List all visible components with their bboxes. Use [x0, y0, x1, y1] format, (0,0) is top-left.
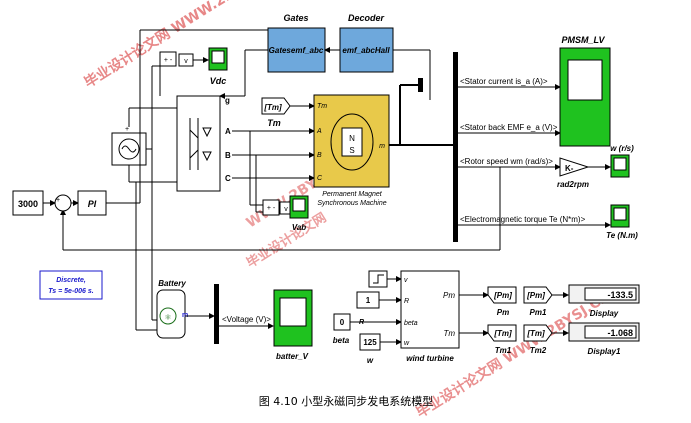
pi-controller[interactable] [77, 190, 107, 216]
display-value: -133.5 [607, 290, 633, 300]
goto-tm-label: Tm1 [495, 346, 512, 355]
inverter-port-a: A [225, 127, 231, 136]
w-label: w [367, 356, 374, 365]
gates-title: Gates [283, 13, 308, 23]
w-scope-label: w (r/s) [610, 144, 634, 153]
turbine-port-v: v [404, 277, 408, 284]
decoder-label: emf_abcHall [342, 46, 390, 55]
ac-wave-icon [121, 145, 137, 153]
watermark-top: 毕业设计论文网 WWW.2BYSJ.CN [81, 0, 281, 91]
turbine-port-pm: Pm [443, 291, 455, 300]
signal-stator-current: <Stator current is_a (A)> [460, 77, 548, 86]
speed-reference[interactable] [12, 190, 44, 216]
pmsm-scope-title: PMSM_LV [561, 35, 605, 45]
machine-port-b: B [317, 152, 322, 159]
from-tm-text: [Tm] [526, 329, 545, 338]
vdc-sensor[interactable] [159, 51, 177, 67]
goto-pm[interactable] [487, 286, 517, 304]
signal-torque: <Electromagnetic torque Te (N*m)> [460, 215, 586, 224]
turbine-port-beta: beta [404, 320, 418, 327]
tm-from-text: [Tm] [263, 103, 282, 112]
inverter-port-c: C [225, 174, 231, 183]
const-0-value: 0 [340, 318, 345, 327]
vdc-port: v [184, 58, 188, 65]
from-pm-text: [Pm] [526, 291, 545, 300]
turbine-port-w: w [404, 340, 410, 347]
batter-v-label: batter_V [276, 352, 309, 361]
inverter-port-b: B [225, 151, 231, 160]
discrete-line-2: Ts = 5e-006 s. [48, 288, 94, 295]
from-tm-label: Tm2 [530, 346, 547, 355]
battery-bus-selector[interactable] [214, 284, 219, 344]
machine-label-1: Permanent Magnet [322, 191, 383, 198]
gain-label: K- [565, 164, 574, 173]
vab-sensor[interactable] [262, 199, 280, 216]
sum-minus: - [64, 208, 67, 215]
magnet-s: S [349, 146, 354, 155]
display1-label: Display1 [588, 347, 621, 356]
gates-label: Gatesemf_abc [269, 46, 324, 55]
vab-port: v [284, 206, 288, 213]
inverter-port-g: g [225, 96, 230, 105]
const-1-value: 1 [366, 296, 371, 305]
machine-port-tm: Tm [317, 103, 327, 110]
te-scope-label: Te (N.m) [606, 231, 638, 240]
goto-tm-text: [Tm] [493, 329, 512, 338]
turbine-port-r: R [404, 298, 409, 305]
goto-tm[interactable] [487, 324, 517, 342]
signal-back-emf: <Stator back EMF e_a (V)> [460, 123, 558, 132]
vab-label: Vab [292, 223, 306, 232]
pi-label: PI [88, 199, 97, 209]
goto-pm-text: [Pm] [493, 291, 512, 300]
machine-port-a: A [316, 128, 322, 135]
igbt-icon [189, 118, 212, 170]
rad2rpm-label: rad2rpm [557, 180, 589, 189]
machine-label-2: Synchronous Machine [317, 200, 386, 207]
svg-text:+: + [125, 126, 129, 133]
discrete-line-1: Discrete, [56, 277, 86, 284]
figure-caption: 图 4.10 小型永磁同步发电系统模型 [259, 394, 433, 408]
rad2rpm-gain[interactable] [559, 157, 590, 177]
battery-voltage-signal: <Voltage (V)> [222, 315, 271, 324]
display-label: Display [590, 309, 619, 318]
turbine-port-tm: Tm [443, 329, 455, 338]
tm-from-label: Tm [267, 118, 281, 128]
from-pm[interactable] [523, 286, 553, 304]
from-pm-label: Pm1 [530, 308, 547, 317]
svg-text:⚛: ⚛ [164, 313, 171, 322]
magnet-n: N [349, 134, 355, 143]
bus-selector-bar[interactable] [453, 52, 458, 242]
svg-text:+ -: + - [164, 57, 173, 64]
machine-port-m: m [379, 143, 385, 150]
display1-value: -1.068 [607, 328, 633, 338]
demux-bar[interactable] [418, 78, 423, 92]
beta-label: beta [333, 336, 350, 345]
tm-from-tag[interactable] [261, 97, 291, 115]
decoder-title: Decoder [348, 13, 385, 23]
signal-rotor-speed: <Rotor speed wm (rad/s)> [460, 157, 553, 166]
powergui-discrete[interactable] [39, 270, 103, 300]
battery-label: Battery [158, 279, 186, 288]
svg-text:+ -: + - [267, 205, 276, 212]
wind-turbine-block[interactable] [400, 270, 460, 349]
from-tm[interactable] [523, 324, 553, 342]
goto-pm-label: Pm [497, 308, 509, 317]
speed-reference-value: 3000 [18, 199, 38, 209]
turbine-label: wind turbine [406, 354, 454, 363]
vdc-label: Vdc [210, 76, 227, 86]
sum-plus: + [56, 197, 60, 204]
const-125-value: 125 [363, 338, 377, 347]
machine-port-c: C [317, 175, 323, 182]
